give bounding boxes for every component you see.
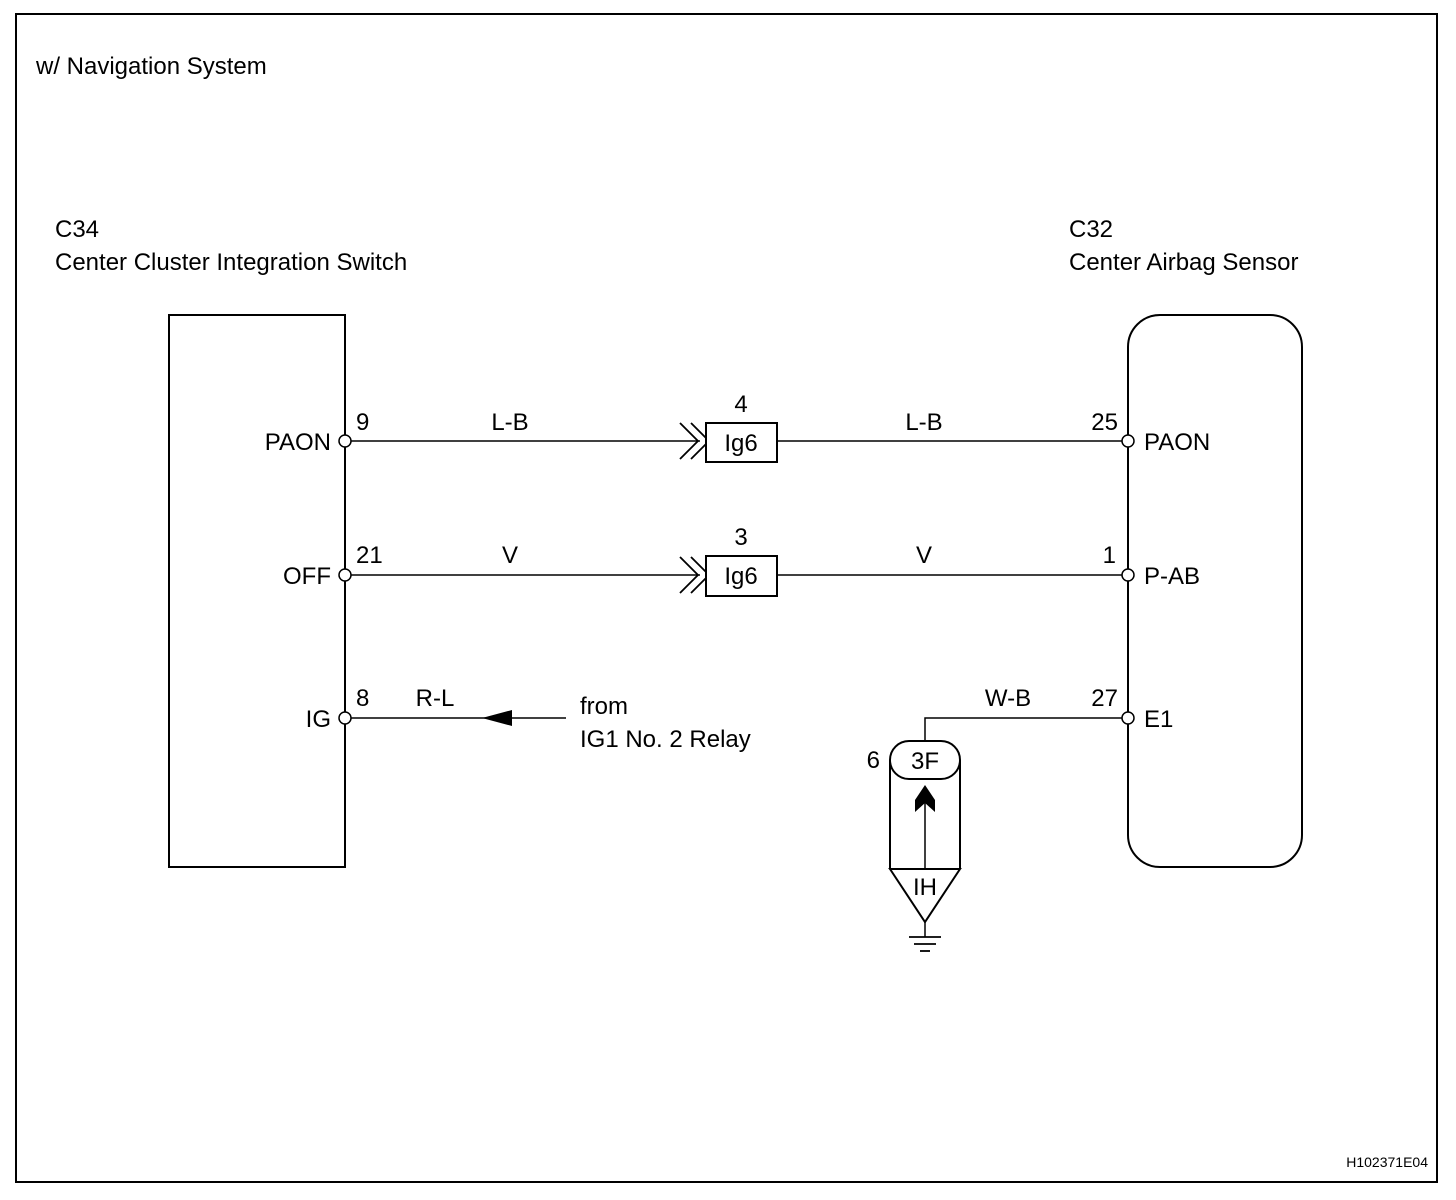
left-wire-color: V (502, 542, 518, 569)
arrow-up-icon (915, 785, 935, 812)
ig-source-line1: from (580, 693, 628, 720)
left-component-box (168, 314, 346, 868)
inline-connector-label: Ig6 (724, 430, 757, 457)
right-component-code: C32 (1069, 216, 1113, 243)
ig-terminal-label: IG (306, 706, 331, 733)
terminal-dot (1121, 711, 1135, 725)
inline-connector-pin: 4 (734, 391, 747, 418)
circuit-ground: W-B 27 E1 6 3F IH (867, 685, 1173, 952)
right-wire-color: L-B (905, 409, 942, 436)
left-component-name: Center Cluster Integration Switch (55, 249, 407, 276)
ig-source-line2: IG1 No. 2 Relay (580, 726, 751, 753)
right-terminal-label: PAON (1144, 429, 1210, 456)
terminal-dot (338, 711, 352, 725)
circuit-ig: IG 8 R-L from IG1 No. 2 Relay (306, 685, 751, 753)
right-wire-color: V (916, 542, 932, 569)
right-pin-number: 25 (1091, 409, 1118, 436)
terminal-dot (1121, 568, 1135, 582)
ground-symbol-icon (909, 936, 941, 952)
inline-connector-label: Ig6 (724, 563, 757, 590)
right-component-box (1127, 314, 1303, 868)
inline-connector-box (705, 422, 778, 463)
junction-pin-number: 6 (867, 747, 880, 774)
terminal-dot (1121, 434, 1135, 448)
wire (924, 717, 1122, 741)
terminal-dot (338, 434, 352, 448)
ground-terminal-label: E1 (1144, 706, 1173, 733)
junction-connector-label: 3F (911, 748, 939, 775)
ground-point-triangle (888, 868, 962, 924)
left-terminal-label: PAON (265, 429, 331, 456)
right-pin-number: 1 (1103, 542, 1116, 569)
inline-connector-box (705, 555, 778, 597)
circuit-off: OFF 21 V Ig6 3 V 1 P-AB (283, 524, 1200, 597)
circuit-paon: PAON 9 L-B Ig6 4 L-B 25 PAON (265, 391, 1210, 463)
left-pin-number: 9 (356, 409, 369, 436)
ig-wire-color: R-L (416, 685, 455, 712)
ground-pin-number: 27 (1091, 685, 1118, 712)
arrow-left-icon (482, 710, 512, 726)
ig-pin-number: 8 (356, 685, 369, 712)
terminal-dot (338, 568, 352, 582)
ground-point-label: IH (913, 874, 937, 901)
variant-label: w/ Navigation System (35, 53, 267, 80)
right-terminal-label: P-AB (1144, 563, 1200, 590)
figure-id: H102371E04 (1346, 1154, 1428, 1170)
diagram-frame (15, 13, 1438, 1183)
left-pin-number: 21 (356, 542, 383, 569)
left-wire-color: L-B (491, 409, 528, 436)
left-component-code: C34 (55, 216, 99, 243)
right-component-name: Center Airbag Sensor (1069, 249, 1298, 276)
left-terminal-label: OFF (283, 563, 331, 590)
inline-connector-pin: 3 (734, 524, 747, 551)
ground-wire-color: W-B (985, 685, 1031, 712)
